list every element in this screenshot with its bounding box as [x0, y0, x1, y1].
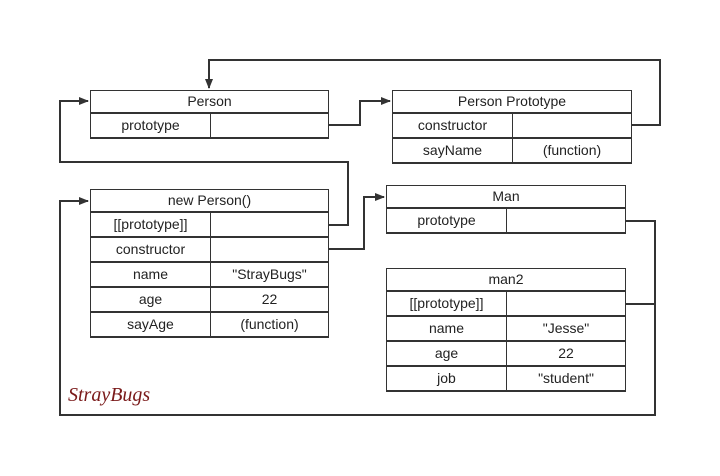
- row-value: 22: [210, 288, 329, 313]
- row-value: (function): [210, 313, 329, 338]
- row-key: [[prototype]]: [90, 213, 210, 238]
- row-value: [506, 292, 626, 317]
- row-value: [512, 114, 632, 139]
- person-prototype-title: Person Prototype: [392, 90, 632, 114]
- row-key: [[prototype]]: [386, 292, 506, 317]
- row-value: [210, 213, 329, 238]
- table-row: [[prototype]]: [90, 213, 329, 238]
- row-value: [210, 238, 329, 263]
- arrow-instance-constructor-to-man: [329, 193, 385, 250]
- table-row: job "student": [386, 367, 626, 392]
- table-row: constructor: [392, 114, 632, 139]
- arrow-constructor-to-person: [205, 59, 661, 126]
- man2-title: man2: [386, 268, 626, 292]
- table-row: prototype: [386, 209, 626, 234]
- row-key: prototype: [386, 209, 506, 234]
- table-row: constructor: [90, 238, 329, 263]
- man-box: Man prototype: [386, 185, 626, 234]
- row-key: age: [90, 288, 210, 313]
- row-key: constructor: [392, 114, 512, 139]
- row-key: job: [386, 367, 506, 392]
- person-title: Person: [90, 90, 329, 114]
- row-key: constructor: [90, 238, 210, 263]
- arrow-person-prototype-link: [329, 97, 391, 126]
- row-key: name: [386, 317, 506, 342]
- table-row: name "Jesse": [386, 317, 626, 342]
- new-person-box: new Person() [[prototype]] constructor n…: [90, 189, 329, 338]
- man2-box: man2 [[prototype]] name "Jesse" age 22 j…: [386, 268, 626, 392]
- arrow-man-prototype-to-instance: [59, 197, 656, 416]
- row-value: [210, 114, 329, 139]
- table-row: age 22: [90, 288, 329, 313]
- row-value: [506, 209, 626, 234]
- row-value: 22: [506, 342, 626, 367]
- table-row: prototype: [90, 114, 329, 139]
- table-row: sayAge (function): [90, 313, 329, 338]
- row-value: "StrayBugs": [210, 263, 329, 288]
- row-key: prototype: [90, 114, 210, 139]
- table-row: sayName (function): [392, 139, 632, 164]
- table-row: name "StrayBugs": [90, 263, 329, 288]
- row-key: name: [90, 263, 210, 288]
- table-row: age 22: [386, 342, 626, 367]
- new-person-title: new Person(): [90, 189, 329, 213]
- arrow-instance-proto-to-person: [59, 97, 349, 226]
- row-key: age: [386, 342, 506, 367]
- person-prototype-box: Person Prototype constructor sayName (fu…: [392, 90, 632, 164]
- man-title: Man: [386, 185, 626, 209]
- table-row: [[prototype]]: [386, 292, 626, 317]
- row-key: sayName: [392, 139, 512, 164]
- row-value: (function): [512, 139, 632, 164]
- row-value: "Jesse": [506, 317, 626, 342]
- person-box: Person prototype: [90, 90, 329, 139]
- row-value: "student": [506, 367, 626, 392]
- signature: StrayBugs: [68, 384, 151, 406]
- row-key: sayAge: [90, 313, 210, 338]
